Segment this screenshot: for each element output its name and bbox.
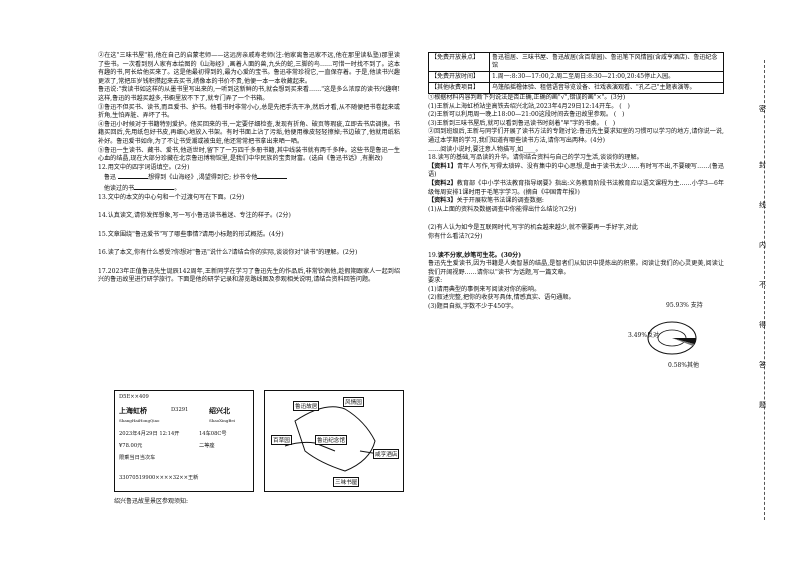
info-text: 鲁迅祖居、三味书屋、鲁迅故居(含百草园)、鲁迅笔下风情园(含咸亨酒店)、鲁迅纪念… <box>489 52 724 72</box>
question-14: 14.认真读文,请你发挥想象,写一写小鲁迅读书着迷、专注的样子。(2分) <box>98 212 291 220</box>
map-label: 鲁迅纪念馆 <box>315 435 347 445</box>
question-16: 16.读了本文,你有什么感受?你想对"鲁迅"说什么?请结合你的实际,谈谈你对"读… <box>98 249 358 257</box>
pie-support-label: 95.93% 支持 <box>666 302 703 309</box>
question-13: 13.文中的本文的中心句和一个过渡句写在下面。(2分) <box>98 193 245 201</box>
pie-oppose-slice <box>672 338 696 344</box>
right-column: 【免费开放景点】 鲁迅祖居、三味书屋、鲁迅故居(含百草园)、鲁迅笔下风情园(含咸… <box>428 52 724 312</box>
info-text: 乌篷船摇橹体验、租借语音导览设备、社戏表演观看、"孔乙己"主题表演等。 <box>489 82 724 94</box>
seal-dash-line <box>764 60 765 520</box>
passage-paragraph: ④鲁迅小时候对于书籍特别爱护。他买回来的书,一定要仔细检查,发现有折角、破页等瑕… <box>98 120 400 145</box>
survey-pie-chart: 95.93% 支持 3.49%反对 0.58%其他 <box>628 300 718 370</box>
seal-char: 封 <box>759 161 766 169</box>
question-17: 17.2023年正值鲁迅先生诞辰142周年,王新同学在学习了鲁迅先生的作品后,非… <box>98 267 400 284</box>
q18-1: (1)从上面的资料及数据调查中你能得出什么结论?(2分) <box>428 205 577 213</box>
answer-blank[interactable] <box>134 183 175 190</box>
material-1: 【资料1】青年人写作,写得太琐碎、没有集中的中心思想,是由于读书太少……有时写不… <box>428 162 724 179</box>
q17-2: ②回到班级后,王新与同学们开展了读书方法的专题讨论:鲁迅先生要求知室的习惯可以学… <box>428 128 724 144</box>
map-label: 风情园 <box>343 397 364 407</box>
route-map: 鲁迅故居 风情园 百草园 鲁迅纪念馆 咸亨酒店 三味书屋 <box>264 390 404 492</box>
q19-req: (1)请用典型的事例来写阅读对你的影响。 <box>428 285 541 293</box>
pie-svg <box>647 321 697 355</box>
answer-blank[interactable] <box>257 172 288 180</box>
q17-1-intro: ①根据材料内容判断下列说法是否正确,正确的画"√",错误的画"×"。(3分) <box>428 94 626 101</box>
seal-char: 题 <box>759 401 766 409</box>
seal-char: 不 <box>759 281 766 289</box>
question-12-line1: 鲁迅 想得到《山海经》,渴望得到它; 抄书令他 <box>98 172 400 183</box>
info-text: 1.周一:8:30—17:00,2.周二至周日:8:30—21:00,20:45… <box>489 71 724 83</box>
seal-char: 内 <box>759 241 766 249</box>
map-label: 鲁迅故居 <box>293 401 320 411</box>
exam-sheet: ②在这"三味书屋"前,他在自己的启蒙老师——这远房亲戚寿老师(注:他家离鲁迅家不… <box>98 52 738 522</box>
left-column: ②在这"三味书屋"前,他在自己的启蒙老师——这远房亲戚寿老师(注:他家离鲁迅家不… <box>98 52 400 285</box>
passage-paragraph: ③鲁迅不但买书、读书,而且爱书、护书。他看书时非常小心,总是先把手洗干净,然后才… <box>98 103 400 120</box>
answer-blank[interactable] <box>117 172 148 180</box>
q19-req: (2)叙述完整,把你的收获写具体,情感真实、语句通顺。 <box>428 294 575 302</box>
q17-1-item: (3)王新到三味书屋后,就可以看到鲁迅读书时刻着"早"字的书桌。 ( ) <box>428 119 616 127</box>
question-12: 12.用文中的四字词语填空。(2分) <box>98 163 190 171</box>
figure-caption: 绍兴鲁迅故里景区参观须知: <box>114 498 189 505</box>
judge-blank[interactable]: ( ) <box>619 102 630 110</box>
q19-req: (3)题目自拟,字数不少于450字。 <box>428 303 518 311</box>
info-label: 【免费开放时间】 <box>428 71 490 83</box>
passage-paragraph: ②在这"三味书屋"前,他在自己的启蒙老师——这远房亲戚寿老师(注:他家离鲁迅家不… <box>98 52 400 85</box>
info-label: 【免费开放景点】 <box>428 52 490 72</box>
question-12-line2: 他读过的书。 <box>103 183 181 192</box>
q19-prompt: 鲁迅先生爱读书,因为书籍是人类智慧的结晶,是智者们从知识中提炼出的积累。阅读让我… <box>428 260 724 276</box>
seal-char: 答 <box>759 361 766 369</box>
info-label: 【其他收费项目】 <box>428 82 490 94</box>
q17-figures: D5E××409 上海虹桥 D3291 绍兴北 ShangHaiHongQiao… <box>114 390 406 510</box>
seal-char: 线 <box>759 201 766 209</box>
visit-info-table: 【免费开放景点】 鲁迅祖居、三味书屋、鲁迅故居(含百草园)、鲁迅笔下风情园(含咸… <box>428 52 724 94</box>
q17-1-item: (2)王新可以利用周一晚上18:00—21:00这段时间去鲁迅故里参观。 ( ) <box>428 111 625 119</box>
pie-other-slice <box>672 338 694 346</box>
q17-1-item: (1)王新从上海虹桥站坐高铁去绍兴北站,2023年4月29日12:14开车。 (… <box>428 102 630 110</box>
map-label: 咸亨酒店 <box>373 449 400 459</box>
map-label: 三味书屋 <box>333 477 360 487</box>
seal-char: 得 <box>759 321 766 329</box>
seal-line-sidebar: 密 封 线 内 不 得 答 题 <box>756 60 774 520</box>
material-3: 【资料3】关于开展软笔书法课的调查数据: <box>428 197 544 205</box>
q17-2-hint: ……阅读小说时,要注意人物描写,如____。 <box>428 145 542 153</box>
question-18: 18.读写的基础,写品读的升华。请你结合资料与自己的学习生活,谈谈你的理解。 <box>428 154 643 162</box>
judge-blank[interactable]: ( ) <box>613 111 625 119</box>
train-ticket: D5E××409 上海虹桥 D3291 绍兴北 ShangHaiHongQiao… <box>114 390 254 492</box>
map-label: 百草园 <box>271 435 292 445</box>
q18-2: (2)有人认为如今是互联网时代,写字的机会越来越少,就不需要再一手好字,对此你有… <box>428 224 638 240</box>
judge-blank[interactable]: ( ) <box>604 119 616 127</box>
passage-paragraph: ⑤鲁迅一生读书、藏书、爱书,他逝世时,留下了一万四千多册书籍,其中线装书就有两千… <box>98 146 400 163</box>
pie-oppose-label: 3.49%反对 <box>628 332 660 339</box>
material-2: 【资料2】教育部《中小学书法教育指导纲要》指出:义务教育阶段书法教育应以语文课程… <box>428 179 724 196</box>
question-15: 15.文章围绕"鲁迅爱书"写了哪些事情?请用小标题的形式概括。(4分) <box>98 230 284 238</box>
q19-req-label: 要求: <box>428 277 443 285</box>
pie-other-label: 0.58%其他 <box>668 362 700 369</box>
question-19: 19.读不分家,妙笔可生花。(30分) <box>428 251 522 259</box>
seal-char: 密 <box>759 105 766 113</box>
passage-paragraph: 鲁迅说:"我读书如这样的从墨书里写出来的,一听到这新鲜的书,就会想到买来看……"… <box>98 86 400 102</box>
